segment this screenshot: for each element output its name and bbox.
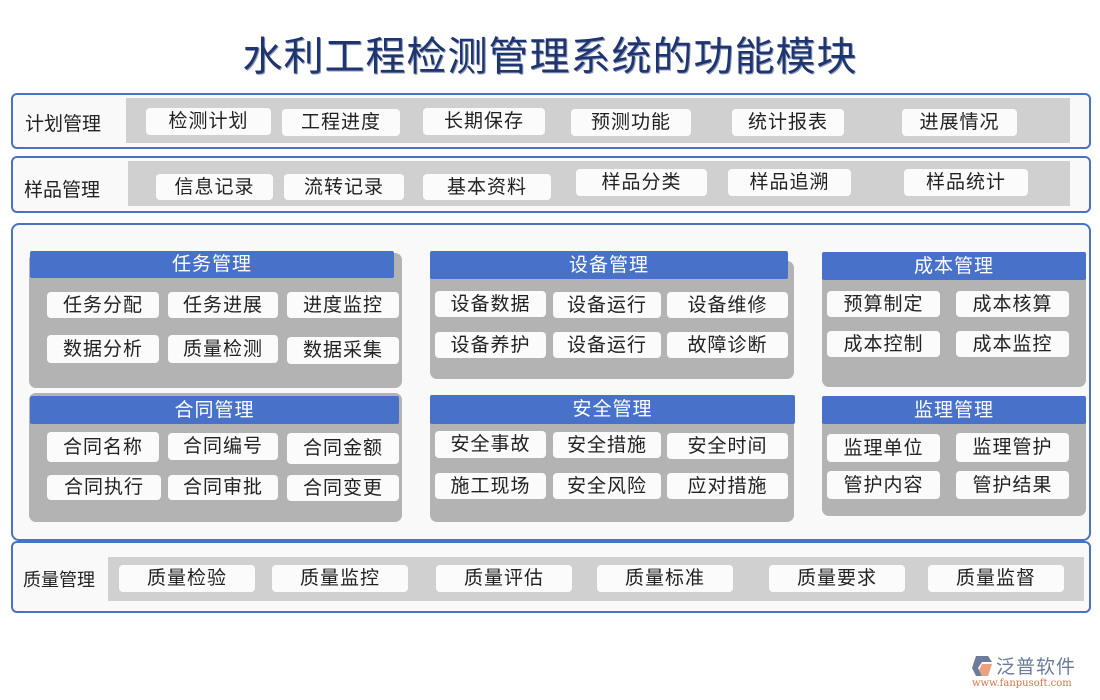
chip-supervision-3[interactable]: 管护结果	[956, 471, 1069, 499]
chip-contract-0[interactable]: 合同名称	[47, 432, 159, 462]
fanpu-logo-icon	[972, 656, 992, 676]
chip-task-5[interactable]: 数据采集	[287, 337, 399, 364]
chip-sample-5[interactable]: 样品统计	[904, 169, 1028, 196]
chip-contract-1[interactable]: 合同编号	[168, 433, 278, 460]
contract-module-title[interactable]: 合同管理	[30, 396, 399, 424]
supervision-module-title[interactable]: 监理管理	[822, 396, 1086, 424]
chip-cost-0[interactable]: 预算制定	[827, 291, 940, 317]
chip-plan-2[interactable]: 长期保存	[423, 108, 545, 135]
chip-contract-4[interactable]: 合同审批	[168, 475, 278, 500]
chip-supervision-1[interactable]: 监理管护	[956, 433, 1069, 462]
chip-contract-3[interactable]: 合同执行	[47, 475, 161, 500]
equipment-module-title[interactable]: 设备管理	[430, 251, 788, 279]
chip-task-1[interactable]: 任务进展	[168, 292, 278, 318]
chip-quality-1[interactable]: 质量监控	[272, 565, 408, 592]
chip-plan-0[interactable]: 检测计划	[146, 108, 271, 135]
plan-management-strip: 检测计划 工程进度 长期保存 预测功能 统计报表 进展情况	[126, 98, 1070, 143]
chip-task-0[interactable]: 任务分配	[47, 292, 159, 318]
chip-safety-5[interactable]: 应对措施	[667, 473, 788, 499]
chip-plan-3[interactable]: 预测功能	[571, 109, 691, 136]
page-title: 水利工程检测管理系统的功能模块	[242, 34, 858, 80]
chip-sample-0[interactable]: 信息记录	[156, 174, 273, 200]
chip-sample-4[interactable]: 样品追溯	[728, 169, 851, 196]
chip-cost-1[interactable]: 成本核算	[956, 291, 1069, 317]
quality-management-label: 质量管理	[23, 570, 95, 591]
chip-sample-3[interactable]: 样品分类	[576, 169, 707, 196]
chip-plan-5[interactable]: 进展情况	[902, 109, 1017, 136]
chip-equipment-1[interactable]: 设备运行	[553, 292, 661, 318]
fanpu-logo: 泛普软件 www.fanpusoft.com	[972, 652, 1094, 694]
sample-management-label: 样品管理	[24, 179, 101, 201]
chip-task-2[interactable]: 进度监控	[287, 292, 399, 318]
chip-quality-5[interactable]: 质量监督	[928, 565, 1064, 592]
chip-safety-4[interactable]: 安全风险	[553, 473, 661, 499]
chip-supervision-0[interactable]: 监理单位	[827, 434, 940, 462]
chip-sample-1[interactable]: 流转记录	[284, 174, 404, 200]
equipment-module-bg	[430, 261, 794, 379]
chip-sample-2[interactable]: 基本资料	[423, 174, 551, 200]
chip-cost-2[interactable]: 成本控制	[827, 331, 940, 357]
quality-management-strip: 质量检验 质量监控 质量评估 质量标准 质量要求 质量监督	[108, 557, 1084, 601]
sample-management-row: 样品管理 信息记录 流转记录 基本资料 样品分类 样品追溯 样品统计	[11, 156, 1091, 213]
chip-equipment-4[interactable]: 设备运行	[553, 332, 661, 358]
chip-quality-3[interactable]: 质量标准	[597, 565, 733, 592]
chip-supervision-2[interactable]: 管护内容	[827, 471, 940, 499]
logo-url: www.fanpusoft.com	[972, 678, 1072, 689]
chip-task-4[interactable]: 质量检测	[168, 335, 278, 363]
chip-equipment-0[interactable]: 设备数据	[435, 291, 546, 317]
chip-safety-3[interactable]: 施工现场	[435, 473, 546, 499]
chip-safety-0[interactable]: 安全事故	[435, 431, 546, 458]
chip-safety-1[interactable]: 安全措施	[553, 432, 661, 458]
safety-module-title[interactable]: 安全管理	[430, 395, 795, 424]
core-modules-panel: 任务管理 任务分配 任务进展 进度监控 数据分析 质量检测 数据采集 合同管理 …	[11, 223, 1091, 541]
quality-management-row: 质量管理 质量检验 质量监控 质量评估 质量标准 质量要求 质量监督	[11, 541, 1091, 613]
chip-quality-2[interactable]: 质量评估	[436, 565, 572, 592]
logo-name: 泛普软件	[996, 656, 1077, 678]
chip-plan-1[interactable]: 工程进度	[282, 109, 400, 136]
chip-safety-2[interactable]: 安全时间	[667, 433, 788, 459]
chip-cost-3[interactable]: 成本监控	[956, 331, 1069, 357]
chip-contract-5[interactable]: 合同变更	[287, 475, 399, 501]
chip-equipment-3[interactable]: 设备养护	[435, 332, 546, 358]
chip-plan-4[interactable]: 统计报表	[732, 109, 844, 136]
plan-management-row: 计划管理 检测计划 工程进度 长期保存 预测功能 统计报表 进展情况	[11, 93, 1091, 149]
task-module-title[interactable]: 任务管理	[30, 251, 394, 278]
chip-quality-4[interactable]: 质量要求	[769, 565, 905, 592]
chip-equipment-2[interactable]: 设备维修	[667, 292, 788, 318]
chip-task-3[interactable]: 数据分析	[47, 335, 159, 363]
sample-management-strip: 信息记录 流转记录 基本资料 样品分类 样品追溯 样品统计	[128, 161, 1070, 206]
cost-module-title[interactable]: 成本管理	[822, 252, 1086, 280]
chip-quality-0[interactable]: 质量检验	[119, 565, 255, 592]
plan-management-label: 计划管理	[25, 113, 102, 135]
chip-contract-2[interactable]: 合同金额	[287, 433, 399, 464]
chip-equipment-5[interactable]: 故障诊断	[667, 332, 788, 358]
